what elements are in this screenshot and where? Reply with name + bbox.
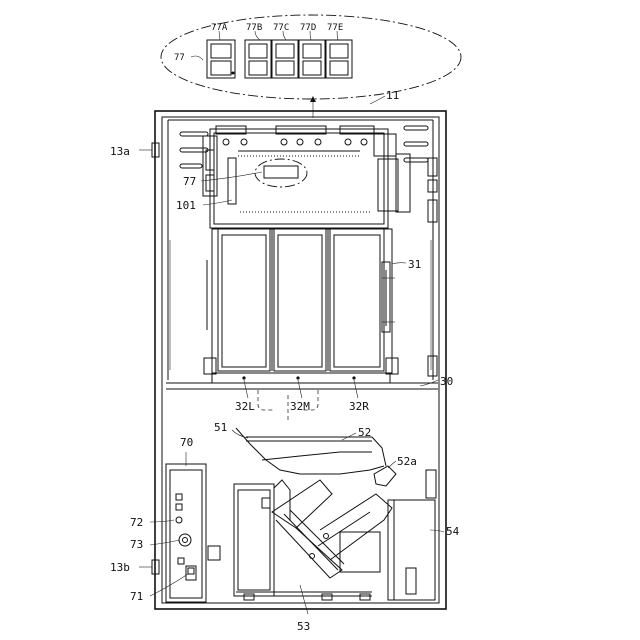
label-51: 51 [214,421,227,434]
label-30: 30 [440,375,453,388]
label-52: 52 [358,426,371,439]
control-board: 77 101 [176,126,410,228]
label-32l: 32L [235,400,255,413]
label-77e: 77E [327,23,343,33]
side-panel: 70 72 73 71 [130,436,220,603]
label-32m: 32M [290,400,310,413]
label-77-callout: 77 [174,53,185,63]
label-72: 72 [130,516,143,529]
label-53: 53 [297,620,310,633]
lower-mechanism: 51 52 52a 53 [214,421,417,633]
label-77a: 77A [211,23,228,33]
seven-segment-digits [207,40,352,78]
label-13b: 13b [110,561,130,574]
label-101: 101 [176,199,196,212]
label-73: 73 [130,538,143,551]
label-77: 77 [183,175,196,188]
label-54: 54 [446,525,460,538]
label-77d: 77D [300,23,316,33]
label-32r: 32R [349,400,369,413]
coin-box: 54 [388,470,460,600]
label-70: 70 [180,436,193,449]
display-callout: 77A 77B 77C 77D 77E 77 [161,15,461,118]
label-71: 71 [130,590,143,603]
label-52a: 52a [397,455,417,468]
hopper-assembly: 31 [207,229,421,373]
label-77c: 77C [273,23,289,33]
label-13a: 13a [110,145,130,158]
label-31: 31 [408,258,421,271]
label-11: 11 [386,89,399,102]
label-77b: 77B [246,23,262,33]
